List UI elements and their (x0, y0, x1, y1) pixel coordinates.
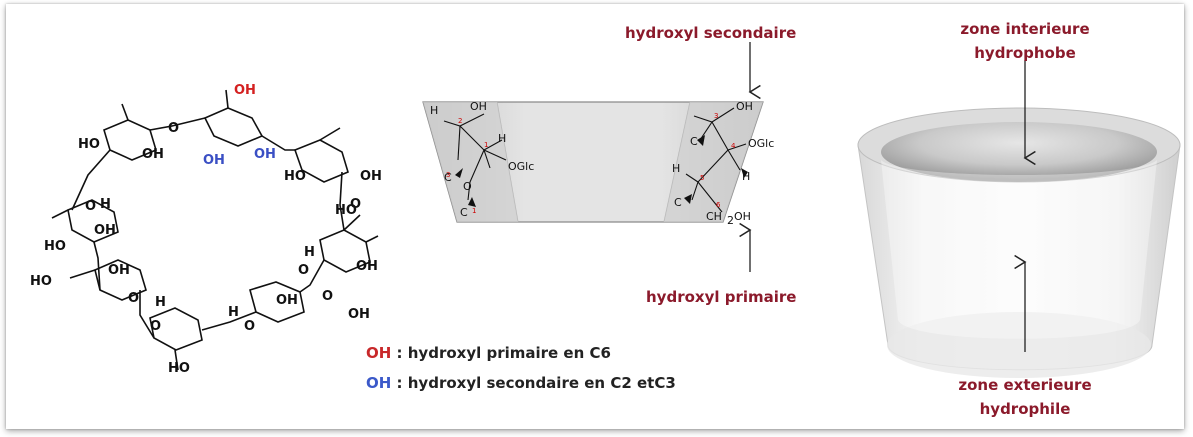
cone-atom: H (672, 162, 680, 175)
cone-atom: OGlc (748, 137, 774, 150)
ring-atom: OH (348, 307, 370, 322)
ring-atom: O (128, 291, 139, 306)
ring-atom: O (298, 263, 309, 278)
legend-secondary-text: : hydroxyl secondaire en C2 etC3 (391, 374, 675, 392)
cone-atom: OH (470, 100, 487, 113)
cone-number: 2 (458, 117, 462, 125)
ring-atom-labels: OH OH OH HO OH OH HO OH O HO O OH HO HO … (30, 83, 382, 376)
cone-atom: OH (734, 210, 751, 223)
cone-number: 4 (731, 142, 736, 150)
ring-atom: HO (284, 169, 306, 184)
ring-atom: OH (108, 263, 130, 278)
legend: OH : hydroxyl primaire en C6 OH : hydrox… (366, 344, 676, 392)
label-hydroxyl-primaire: hydroxyl primaire (646, 288, 796, 306)
ring-atom: HO (168, 361, 190, 376)
cone-atom-subscript: 2 (727, 214, 734, 227)
cone-atom: C (690, 135, 698, 148)
cone-number: 3 (446, 171, 450, 179)
ring-atom: O (168, 121, 179, 136)
cone-number: 5 (700, 174, 704, 182)
ring-atom: OH (356, 259, 378, 274)
cyclodextrin-structure (51, 89, 379, 371)
ring-atom: O (150, 319, 161, 334)
label-hydroxyl-secondaire: hydroxyl secondaire (625, 24, 796, 42)
cone-number: 3 (714, 112, 718, 120)
label-zone-interieure: zone interieure (960, 20, 1089, 38)
cone-atom: C (444, 171, 452, 184)
legend-oh-red: OH (366, 344, 391, 362)
cavity-inner-opening (881, 122, 1157, 182)
cone-atom: OH (736, 100, 753, 113)
cone-atom: O (463, 180, 472, 193)
legend-row-secondary: OH : hydroxyl secondaire en C2 etC3 (366, 374, 676, 392)
oh-primary-red: OH (234, 83, 256, 98)
ring-atom: H (155, 295, 166, 310)
ring-atom: OH (276, 293, 298, 308)
legend-oh-blue: OH (366, 374, 391, 392)
ring-atom: O (322, 289, 333, 304)
ring-atom: HO (78, 137, 100, 152)
legend-row-primary: OH : hydroxyl primaire en C6 (366, 344, 611, 362)
cone-number: 1 (484, 141, 488, 149)
cone-number: 1 (472, 207, 476, 215)
truncated-cone-section: H OH C H OGlc O C 2 3 1 1 OH C OGlc H H … (422, 24, 796, 306)
cone-number: 6 (716, 201, 721, 209)
cone-atom: H (742, 170, 750, 183)
cone-atom: CH (706, 210, 722, 223)
cavity-3d: zone interieure hydrophobe zone exterieu… (857, 20, 1181, 418)
ring-atom: HO (30, 274, 52, 289)
cone-atom: OGlc (508, 160, 534, 173)
cone-atom: C (674, 196, 682, 209)
ring-atom: OH (142, 147, 164, 162)
ring-atom: OH (360, 169, 382, 184)
legend-primary-text: : hydroxyl primaire en C6 (391, 344, 611, 362)
ring-atom: OH (94, 223, 116, 238)
ring-atom: H (100, 197, 111, 212)
ring-atom: H (228, 305, 239, 320)
cone-atom: H (498, 132, 506, 145)
ring-atom: O (350, 197, 361, 212)
ring-atom: O (244, 319, 255, 334)
cone-atom: H (430, 104, 438, 117)
ring-atom: O (85, 199, 96, 214)
label-hydrophobe: hydrophobe (974, 44, 1076, 62)
label-hydrophile: hydrophile (980, 400, 1071, 418)
ring-atom: H (304, 245, 315, 260)
cone-atom: C (460, 206, 468, 219)
oh-secondary-blue-b: OH (254, 147, 276, 162)
label-zone-exterieure: zone exterieure (958, 376, 1091, 394)
ring-atom: HO (335, 203, 357, 218)
oh-secondary-blue-a: OH (203, 153, 225, 168)
ring-atom: HO (44, 239, 66, 254)
